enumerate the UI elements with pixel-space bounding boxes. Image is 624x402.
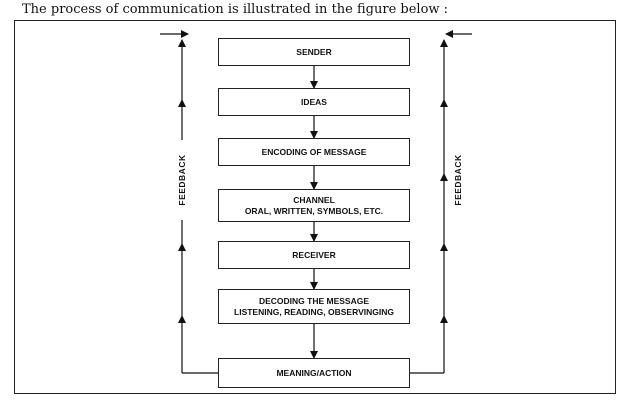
sender-box: SENDER	[218, 38, 410, 66]
decoding-title: DECODING THE MESSAGE	[258, 295, 370, 306]
channel-title: CHANNEL	[293, 194, 335, 205]
ideas-label: IDEAS	[301, 96, 327, 107]
decoding-detail: LISTENING, READING, OBSERVINGING	[234, 306, 394, 317]
decoding-box: DECODING THE MESSAGE LISTENING, READING,…	[218, 289, 410, 324]
sender-label: SENDER	[296, 46, 332, 57]
figure-caption: The process of communication is illustra…	[22, 2, 449, 17]
right-feedback-loop	[410, 30, 472, 374]
meaning-box: MEANING/ACTION	[218, 358, 410, 388]
encoding-box: ENCODING OF MESSAGE	[218, 138, 410, 166]
channel-detail: ORAL, WRITTEN, SYMBOLS, ETC.	[244, 205, 384, 216]
ideas-box: IDEAS	[218, 88, 410, 116]
left-feedback-label: FEEDBACK	[175, 140, 189, 220]
meaning-label: MEANING/ACTION	[276, 367, 352, 378]
diagram-frame	[14, 20, 616, 394]
receiver-box: RECEIVER	[218, 241, 410, 269]
left-feedback-loop	[160, 30, 218, 374]
receiver-label: RECEIVER	[292, 249, 336, 260]
right-feedback-label: FEEDBACK	[451, 140, 465, 220]
encoding-label: ENCODING OF MESSAGE	[261, 146, 367, 157]
channel-box: CHANNEL ORAL, WRITTEN, SYMBOLS, ETC.	[218, 189, 410, 222]
